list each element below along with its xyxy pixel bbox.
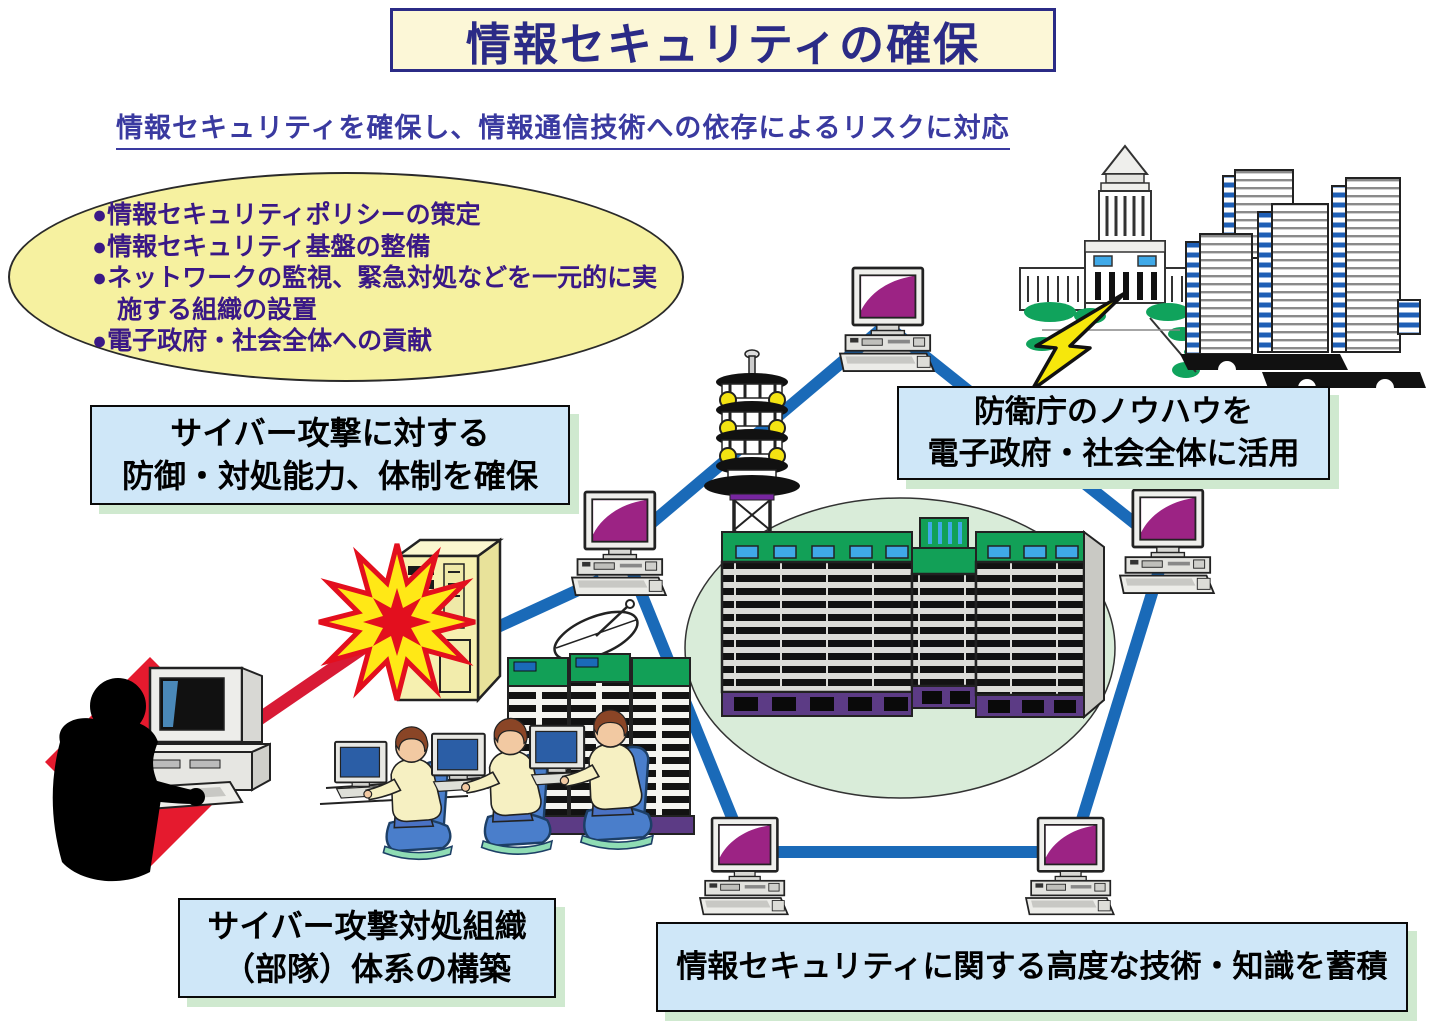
hacker-silhouette bbox=[52, 678, 205, 882]
callout-cyber-defense: サイバー攻撃に対する 防御・対処能力、体制を確保 bbox=[90, 405, 570, 505]
network-computer-icon bbox=[838, 266, 936, 373]
page-title: 情報セキュリティの確保 bbox=[390, 8, 1056, 72]
callout-unit: サイバー攻撃対処組織 （部隊）体系の構築 bbox=[178, 898, 556, 998]
callout-knowledge: 情報セキュリティに関する高度な技術・知識を蓄積 bbox=[656, 922, 1408, 1012]
policy-item: ●情報セキュリティ基盤の整備 bbox=[92, 232, 431, 261]
policy-item: ●電子政府・社会全体への貢献 bbox=[92, 327, 433, 355]
network-computer-icon bbox=[570, 490, 668, 597]
policy-item: ●ネットワークの監視、緊急対処などを一元的に実施する組織の設置 bbox=[92, 264, 658, 324]
communications-tower-icon bbox=[704, 349, 800, 561]
policy-bubble-text: ●情報セキュリティポリシーの策定 ●情報セキュリティ基盤の整備 ●ネットワークの… bbox=[92, 200, 677, 358]
network-computer-icon bbox=[1024, 816, 1116, 916]
page-title-text: 情報セキュリティの確保 bbox=[465, 18, 981, 70]
cyber-unit-operators-icon bbox=[319, 708, 655, 861]
policy-bubble bbox=[8, 172, 684, 382]
defense-hq-building-icon bbox=[720, 517, 1105, 720]
city-skyscrapers-icon bbox=[1180, 169, 1426, 388]
network-link bbox=[1066, 546, 1172, 854]
hacker-icon bbox=[45, 622, 396, 882]
subtitle: 情報セキュリティを確保し、情報通信技術への依存によるリスクに対応 bbox=[116, 106, 1010, 150]
network-computer-icon bbox=[1118, 488, 1216, 595]
explosion-icon bbox=[318, 543, 476, 701]
network-computer-icon bbox=[698, 816, 790, 916]
policy-item: ●情報セキュリティポリシーの策定 bbox=[92, 201, 481, 229]
hacker-computer bbox=[94, 666, 271, 814]
callout-knowhow: 防衛庁のノウハウを 電子政府・社会全体に活用 bbox=[897, 386, 1330, 480]
